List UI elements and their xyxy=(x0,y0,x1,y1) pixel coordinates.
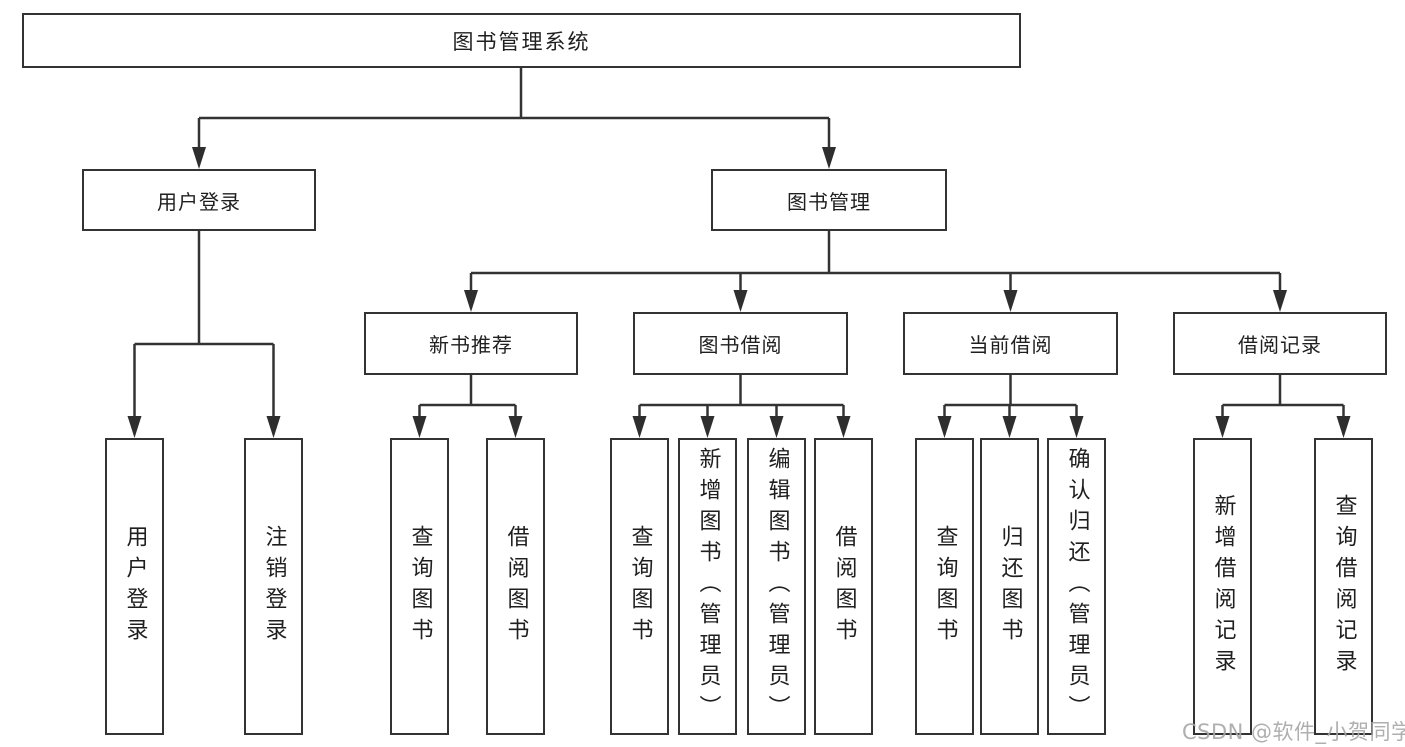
leaf-confirm-return-admin: 确认归还（管理员） xyxy=(1047,438,1106,735)
leaf-borrow-books-recommend: 借阅图书 xyxy=(486,438,545,735)
node-label: 新书推荐 xyxy=(429,333,513,357)
node-label: 查询借阅记录 xyxy=(1331,493,1357,680)
node-label: 图书管理系统 xyxy=(452,29,591,54)
leaf-add-borrow-record: 新增借阅记录 xyxy=(1193,438,1252,735)
node-label: 确认归还（管理员） xyxy=(1064,447,1090,726)
leaf-return-books: 归还图书 xyxy=(980,438,1039,735)
leaf-logout: 注销登录 xyxy=(244,438,303,735)
leaf-borrow-books: 借阅图书 xyxy=(814,438,873,735)
arrowheads xyxy=(127,147,1351,438)
leaf-query-books-recommend: 查询图书 xyxy=(390,438,449,735)
csdn-watermark: CSDN @软件_小贺同学 xyxy=(1182,720,1405,744)
node-label: 查询图书 xyxy=(407,524,433,649)
node-label: 编辑图书（管理员） xyxy=(764,447,790,726)
leaf-query-books-current: 查询图书 xyxy=(915,438,974,735)
node-label: 借阅图书 xyxy=(503,524,529,649)
node-new-book-recommend: 新书推荐 xyxy=(364,312,578,375)
leaf-user-login: 用户登录 xyxy=(105,438,164,735)
node-label: 用户登录 xyxy=(122,524,148,649)
node-label: 当前借阅 xyxy=(968,333,1053,357)
leaf-query-books-borrowing: 查询图书 xyxy=(610,438,669,735)
node-label: 新增借阅记录 xyxy=(1210,493,1236,680)
node-label: 借阅记录 xyxy=(1238,333,1322,357)
node-label: 图书管理 xyxy=(787,189,871,214)
node-label: 图书借阅 xyxy=(698,333,783,357)
leaf-query-borrow-record: 查询借阅记录 xyxy=(1314,438,1373,735)
node-label: 借阅图书 xyxy=(831,524,857,649)
node-label: 归还图书 xyxy=(997,524,1023,649)
node-book-management: 图书管理 xyxy=(711,169,947,231)
node-label: 查询图书 xyxy=(932,524,958,649)
node-label: 注销登录 xyxy=(261,524,287,649)
leaf-add-books-admin: 新增图书（管理员） xyxy=(678,438,737,735)
node-borrowing-records: 借阅记录 xyxy=(1173,312,1387,375)
node-current-borrowing: 当前借阅 xyxy=(903,312,1118,375)
node-book-borrowing: 图书借阅 xyxy=(633,312,848,375)
node-label: 新增图书（管理员） xyxy=(695,447,721,726)
node-label: 查询图书 xyxy=(627,524,653,649)
node-label: 用户登录 xyxy=(157,189,241,214)
leaf-edit-books-admin: 编辑图书（管理员） xyxy=(747,438,806,735)
node-user-login: 用户登录 xyxy=(82,169,316,231)
node-root-system: 图书管理系统 xyxy=(22,13,1021,68)
